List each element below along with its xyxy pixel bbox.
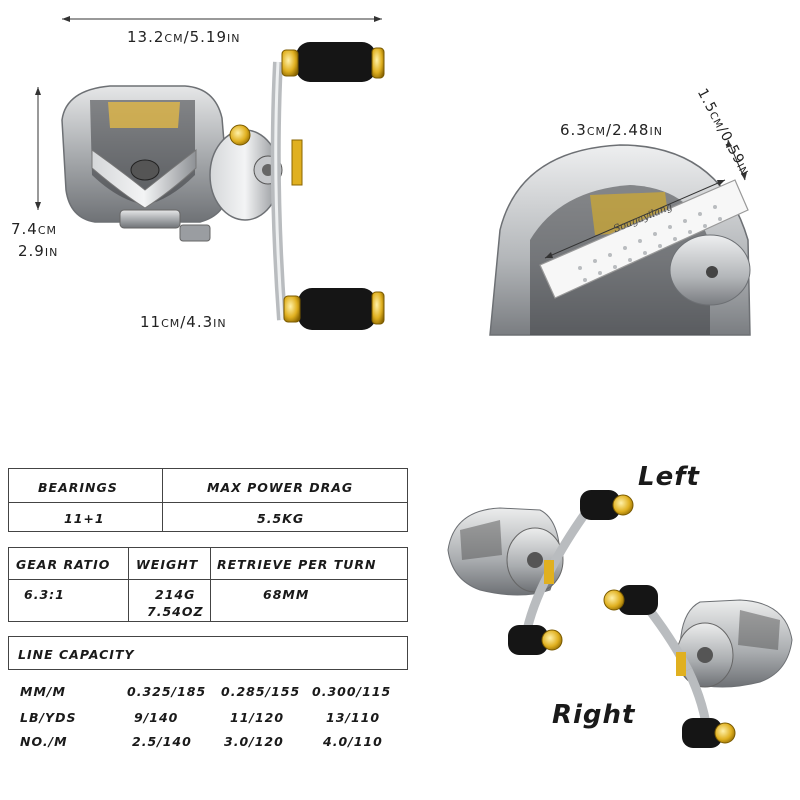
max-drag-value: 5.5KG [257,511,305,526]
row-label-no: NO./M [20,734,68,749]
height-dimension-label-cm: 7.4cm [11,220,58,238]
left-hand-label: Left [638,462,700,492]
spool-dimension-line [544,179,726,259]
retrieve-header: RETRIEVE PER TURN [217,557,377,572]
line-capacity-rows: MM/M 0.325/185 0.285/155 0.300/115 LB/YD… [8,670,408,760]
max-drag-header: MAX POWER DRAG [207,480,354,495]
cap-lb-2: 11/120 [230,710,285,725]
right-hand-reel-image [603,585,793,748]
thumb-bar [539,179,749,299]
row-label-mm: MM/M [20,684,66,699]
line-capacity-title: LINE CAPACITY [18,647,135,662]
knob-bottom [283,288,385,330]
width-dimension-line [62,16,382,22]
right-hand-label: Right [552,700,636,730]
gear-ratio-value: 6.3:1 [24,587,65,602]
bearings-value: 11+1 [64,511,105,526]
knob-top [281,42,385,82]
width-dimension-label: 13.2cm/5.19in [127,28,241,46]
line-capacity-table: LINE CAPACITY [8,636,408,670]
height-dimension-label-in: 2.9in [18,242,59,260]
spec-table-gear-weight-retrieve: GEAR RATIO WEIGHT RETRIEVE PER TURN 6.3:… [8,547,408,622]
spool-dimension-label: 6.3cm/2.48in [560,121,663,139]
retrieve-value: 68MM [263,587,310,602]
spec-table-bearings-drag: BEARINGS MAX POWER DRAG 11+1 5.5KG [8,468,408,532]
row-label-lb: LB/YDS [20,710,77,725]
spool-closeup [489,139,751,336]
cap-mm-2: 0.285/155 [221,684,301,699]
reel-handle [270,61,303,321]
weight-ounces-value: 7.54OZ [147,604,204,619]
height-dimension-line [35,87,41,210]
cap-lb-1: 9/140 [134,710,179,725]
left-hand-reel-image [447,490,634,655]
reel-side-view [35,16,385,330]
handle-dimension-label: 11cm/4.3in [140,313,227,331]
cap-mm-1: 0.325/185 [127,684,207,699]
cap-lb-3: 13/110 [326,710,381,725]
gear-ratio-header: GEAR RATIO [16,557,111,572]
bearings-header: BEARINGS [38,480,118,495]
reel-body [61,85,283,242]
cap-no-1: 2.5/140 [132,734,192,749]
weight-grams-value: 214G [155,587,196,602]
cap-mm-3: 0.300/115 [312,684,392,699]
weight-header: WEIGHT [136,557,199,572]
cap-no-3: 4.0/110 [323,734,383,749]
cap-no-2: 3.0/120 [224,734,284,749]
spool-depth-dimension-line [726,139,747,181]
